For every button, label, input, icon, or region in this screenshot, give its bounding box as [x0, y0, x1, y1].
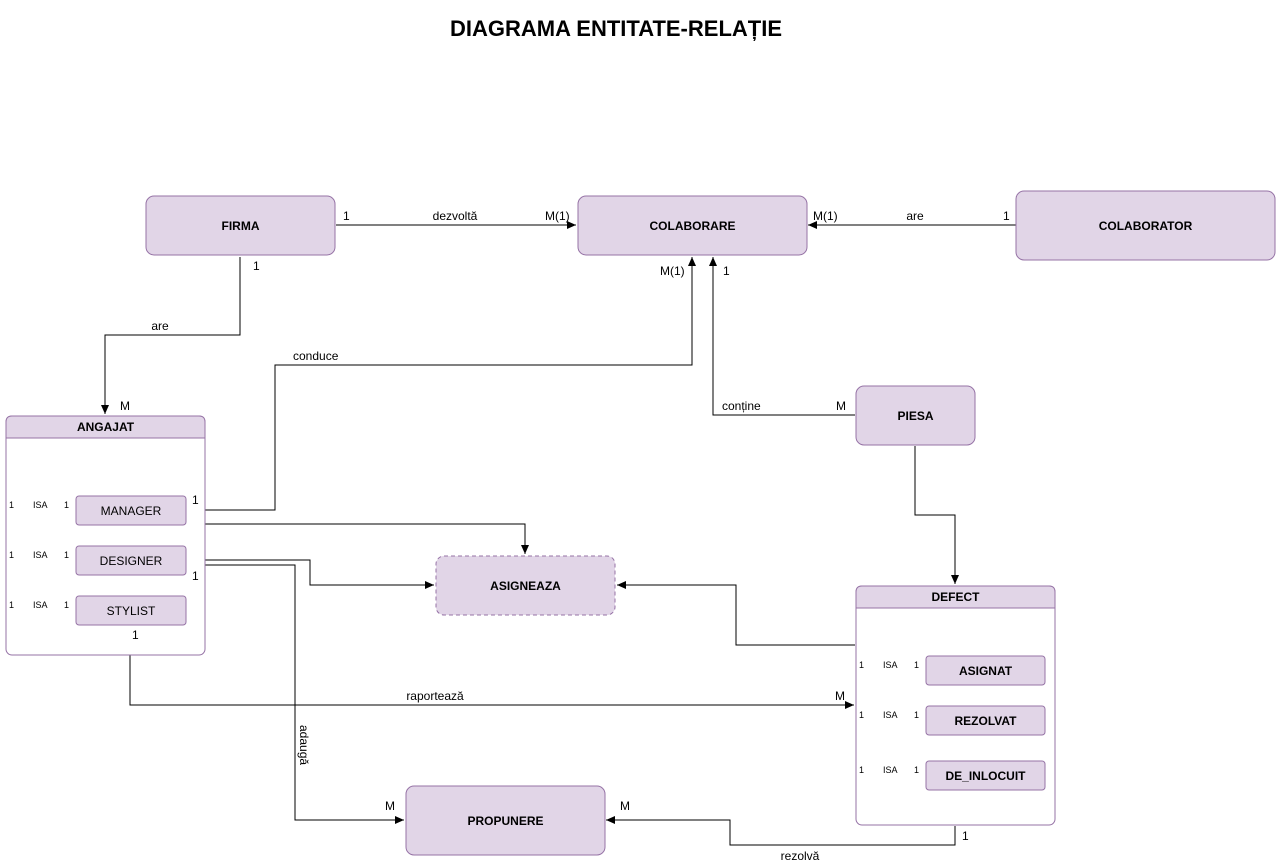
edge-piesa-defect [914, 446, 959, 584]
entity-rezolvat-label: REZOLVAT [955, 714, 1018, 728]
isa-label: ISA [883, 765, 898, 775]
card-defect-rezolva: 1 [962, 829, 969, 843]
rel-adauga: adaugă [297, 725, 311, 765]
entity-asignat[interactable]: ASIGNAT [925, 655, 1046, 686]
card-stylist-raporteaza: 1 [132, 628, 139, 642]
card-defect-raporteaza: M [835, 689, 845, 703]
rel-dezvolta: dezvoltă [433, 209, 478, 223]
card-firma-are: 1 [253, 259, 260, 273]
cardinalities: 1 M(1) M(1) 1 1 M(1) 1 M M 1 1 1 M M M 1 [120, 209, 1010, 843]
edge-designer-asigneaza [186, 559, 434, 589]
entity-propunere[interactable]: PROPUNERE [405, 785, 606, 856]
card-firma-dezvolta: 1 [343, 209, 350, 223]
entity-firma[interactable]: FIRMA [145, 195, 336, 256]
entity-manager[interactable]: MANAGER [75, 495, 187, 526]
diagram-title: DIAGRAMA ENTITATE-RELAȚIE [449, 16, 782, 41]
isa-card: 1 [9, 550, 14, 560]
isa-labels: 1 ISA 1 1 ISA 1 1 ISA 1 1 ISA 1 1 ISA 1 … [9, 500, 919, 775]
rel-contine: conține [722, 399, 761, 413]
isa-card: 1 [9, 500, 14, 510]
card-propunere-adauga: M [385, 799, 395, 813]
entity-rezolvat[interactable]: REZOLVAT [925, 705, 1046, 736]
card-colaborator-are: 1 [1003, 209, 1010, 223]
isa-card: 1 [859, 710, 864, 720]
entity-firma-label: FIRMA [222, 219, 260, 233]
isa-label: ISA [33, 500, 48, 510]
isa-card: 1 [859, 660, 864, 670]
isa-card: 1 [64, 550, 69, 560]
isa-label: ISA [883, 710, 898, 720]
entity-asigneaza-label: ASIGNEAZA [490, 579, 561, 593]
entity-piesa[interactable]: PIESA [855, 385, 976, 446]
edge-manager-asigneaza [186, 523, 529, 554]
entity-colaborare[interactable]: COLABORARE [577, 195, 808, 256]
entity-designer-label: DESIGNER [100, 554, 163, 568]
entity-asignat-label: ASIGNAT [959, 664, 1013, 678]
edge-piesa-colaborare [709, 257, 855, 416]
entity-designer[interactable]: DESIGNER [75, 545, 187, 576]
entity-asigneaza[interactable]: ASIGNEAZA [435, 555, 616, 616]
entity-de-inlocuit[interactable]: DE_INLOCUIT [925, 760, 1046, 791]
card-designer-adauga: 1 [192, 569, 199, 583]
isa-card: 1 [914, 710, 919, 720]
card-colaborare-are: M(1) [813, 209, 838, 223]
isa-card: 1 [914, 765, 919, 775]
entity-angajat[interactable]: ANGAJAT [5, 415, 206, 656]
card-piesa-contine: M [836, 399, 846, 413]
card-colaborare-contine: 1 [723, 264, 730, 278]
entity-angajat-label: ANGAJAT [77, 420, 135, 434]
entity-colaborare-label: COLABORARE [650, 219, 736, 233]
rel-raporteaza: raportează [406, 689, 464, 703]
isa-card: 1 [859, 765, 864, 775]
isa-label: ISA [33, 550, 48, 560]
isa-label: ISA [883, 660, 898, 670]
card-angajat-are: M [120, 399, 130, 413]
card-colaborare-dezvolta: M(1) [545, 209, 570, 223]
edge-stylist-defect [129, 626, 854, 709]
card-propunere-rezolva: M [620, 799, 630, 813]
edge-firma-angajat [101, 257, 241, 414]
entity-stylist-label: STYLIST [107, 604, 156, 618]
entity-defect-label: DEFECT [932, 590, 981, 604]
edge-defect-asigneaza [617, 581, 855, 646]
rel-conduce: conduce [293, 349, 339, 363]
entity-colaborator-label: COLABORATOR [1099, 219, 1193, 233]
rel-are-colab: are [906, 209, 924, 223]
isa-card: 1 [914, 660, 919, 670]
rel-are-firma: are [151, 319, 169, 333]
entity-manager-label: MANAGER [101, 504, 162, 518]
relation-labels: dezvoltă are are conduce conține raporte… [151, 209, 924, 863]
entity-piesa-label: PIESA [897, 409, 933, 423]
card-colaborare-conduce: M(1) [660, 264, 685, 278]
entity-de-inlocuit-label: DE_INLOCUIT [945, 769, 1026, 783]
rel-rezolva: rezolvă [781, 849, 820, 863]
isa-card: 1 [64, 500, 69, 510]
entity-stylist[interactable]: STYLIST [75, 595, 187, 626]
entity-colaborator[interactable]: COLABORATOR [1015, 190, 1276, 261]
card-manager-conduce: 1 [192, 493, 199, 507]
edge-designer-propunere [186, 564, 404, 824]
edge-manager-colaborare [186, 257, 696, 511]
isa-card: 1 [64, 600, 69, 610]
edge-defect-propunere [606, 816, 956, 846]
entity-propunere-label: PROPUNERE [467, 814, 543, 828]
isa-card: 1 [9, 600, 14, 610]
edges [6, 221, 1016, 846]
isa-label: ISA [33, 600, 48, 610]
